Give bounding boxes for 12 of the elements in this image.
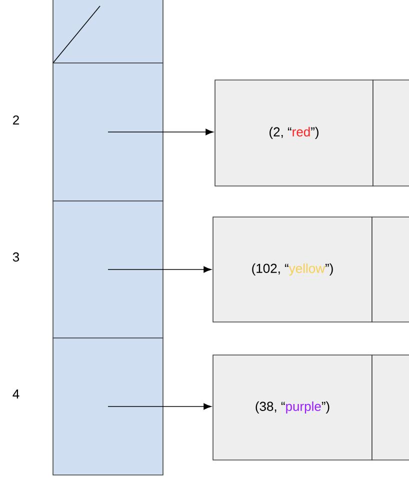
- row-number: 2: [13, 115, 19, 125]
- array-cell: [52, 338, 164, 476]
- array-cell: [52, 0, 164, 64]
- arrow: [108, 403, 212, 410]
- arrow: [108, 128, 214, 136]
- record-field: [372, 80, 409, 186]
- row-number: 4: [12, 390, 20, 398]
- arrow: [108, 266, 212, 273]
- record-field: [372, 216, 409, 322]
- array-cell: [52, 200, 164, 338]
- row-number: 3: [12, 252, 20, 262]
- record-field: [372, 354, 409, 460]
